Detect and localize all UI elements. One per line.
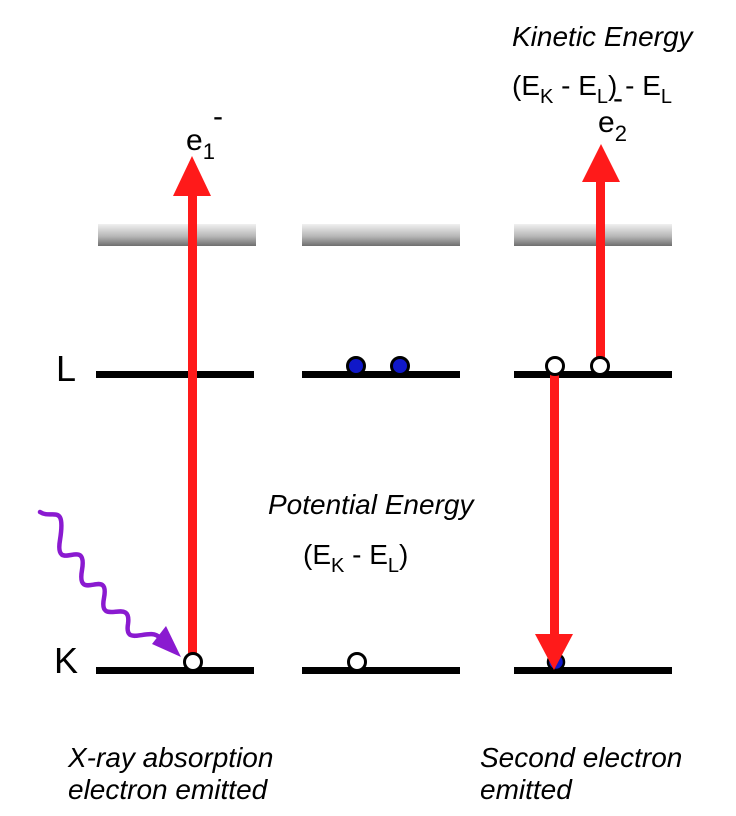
l-electron-1-middle — [346, 356, 366, 376]
ejection-arrow-2-head — [582, 144, 620, 182]
continuum-band-right — [514, 224, 672, 246]
xray-photon-wave — [37, 509, 163, 641]
k-vacancy-left — [183, 652, 203, 672]
k-level-line-left — [96, 667, 254, 674]
relaxation-arrow-shaft — [550, 374, 559, 640]
l-level-line-middle — [302, 371, 460, 378]
k-level-line-middle — [302, 667, 460, 674]
continuum-band-left — [98, 224, 256, 246]
ejection-arrow-2-shaft — [596, 178, 605, 358]
caption-left-line-1: X-ray absorption — [67, 742, 273, 773]
electron-2-label: e2 — [598, 106, 627, 146]
kinetic-energy-title: Kinetic Energy — [512, 21, 695, 52]
level-label-l: L — [56, 348, 76, 389]
ejection-arrow-1-shaft — [188, 190, 197, 662]
caption-right-line-1: Second electron — [480, 742, 682, 773]
electron-2-charge: - — [613, 82, 623, 115]
l-electron-2-middle — [390, 356, 410, 376]
l-vacancy-right — [545, 356, 565, 376]
electron-1-charge: - — [213, 100, 223, 133]
l-level-line-left — [96, 371, 254, 378]
l-level-line-right — [514, 371, 672, 378]
caption-left-line-2: electron emitted — [68, 774, 269, 805]
level-label-k: K — [54, 640, 78, 681]
xray-photon-arrowhead — [152, 626, 181, 657]
ejection-arrow-1-head — [173, 156, 211, 196]
k-vacancy-middle — [347, 652, 367, 672]
potential-energy-title: Potential Energy — [268, 489, 475, 520]
kinetic-energy-formula: (EK - EL) - EL — [512, 70, 672, 108]
electron-1-label: e1 — [186, 124, 215, 164]
continuum-band-middle — [302, 224, 460, 246]
caption-right-line-2: emitted — [480, 774, 573, 805]
potential-energy-formula: (EK - EL) — [303, 539, 408, 577]
k-level-line-right — [514, 667, 672, 674]
relaxation-arrow-head — [535, 634, 573, 670]
l-emitted-electron-right — [590, 356, 610, 376]
